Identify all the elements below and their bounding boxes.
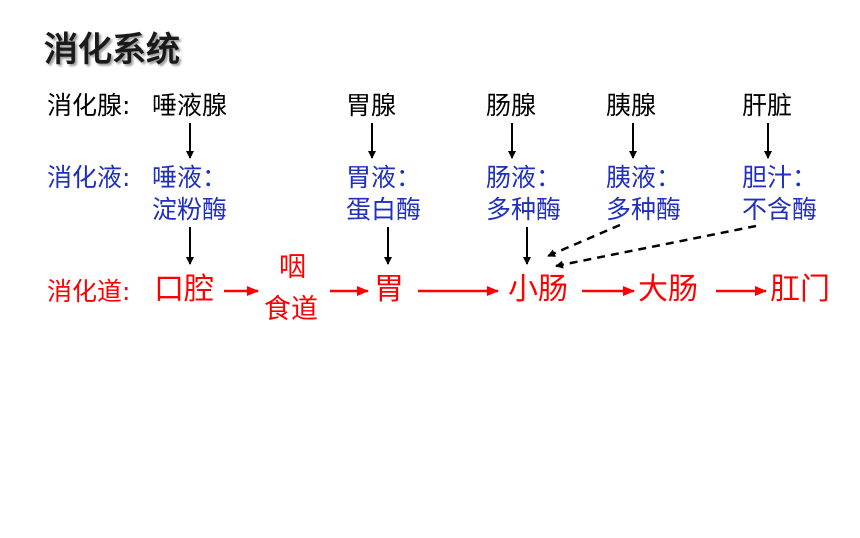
- tract-mouth: 口腔: [154, 272, 214, 307]
- tract-stomach: 胃: [374, 272, 404, 307]
- juice-gastric-enzyme: 蛋白酶: [346, 195, 422, 224]
- glands-row-label: 消化腺:: [47, 91, 131, 120]
- gland-salivary: 唾液腺: [152, 91, 228, 120]
- juice-bile-enzyme: 不含酶: [742, 195, 818, 224]
- gland-gastric: 胃腺: [346, 91, 397, 120]
- gland-intestinal: 肠腺: [486, 91, 537, 120]
- juice-pancreatic: 胰液：: [606, 163, 682, 192]
- juice-pancreatic-enzyme: 多种酶: [606, 195, 682, 224]
- arrow-bile-to-small-intestine: [555, 224, 757, 269]
- gland-liver: 肝脏: [742, 91, 793, 120]
- juice-saliva: 唾液：: [152, 163, 228, 192]
- tract-esophagus: 食道: [264, 294, 318, 325]
- juices-row-label: 消化液:: [47, 163, 131, 192]
- juice-saliva-enzyme: 淀粉酶: [152, 195, 228, 224]
- juice-gastric: 胃液：: [346, 163, 422, 192]
- gland-pancreas: 胰腺: [606, 91, 657, 120]
- juice-intestinal-enzyme: 多种酶: [486, 195, 562, 224]
- juice-bile: 胆汁：: [742, 163, 818, 192]
- tract-small-intestine: 小肠: [508, 272, 568, 307]
- juice-intestinal: 肠液：: [486, 163, 562, 192]
- tract-row-label: 消化道:: [47, 277, 131, 306]
- page-title: 消化系统: [44, 30, 180, 70]
- tract-anus: 肛门: [770, 272, 830, 307]
- tract-large-intestine: 大肠: [638, 272, 698, 307]
- tract-pharynx: 咽: [279, 252, 306, 283]
- arrow-pancreatic-juice-to-small-intestine: [547, 223, 621, 258]
